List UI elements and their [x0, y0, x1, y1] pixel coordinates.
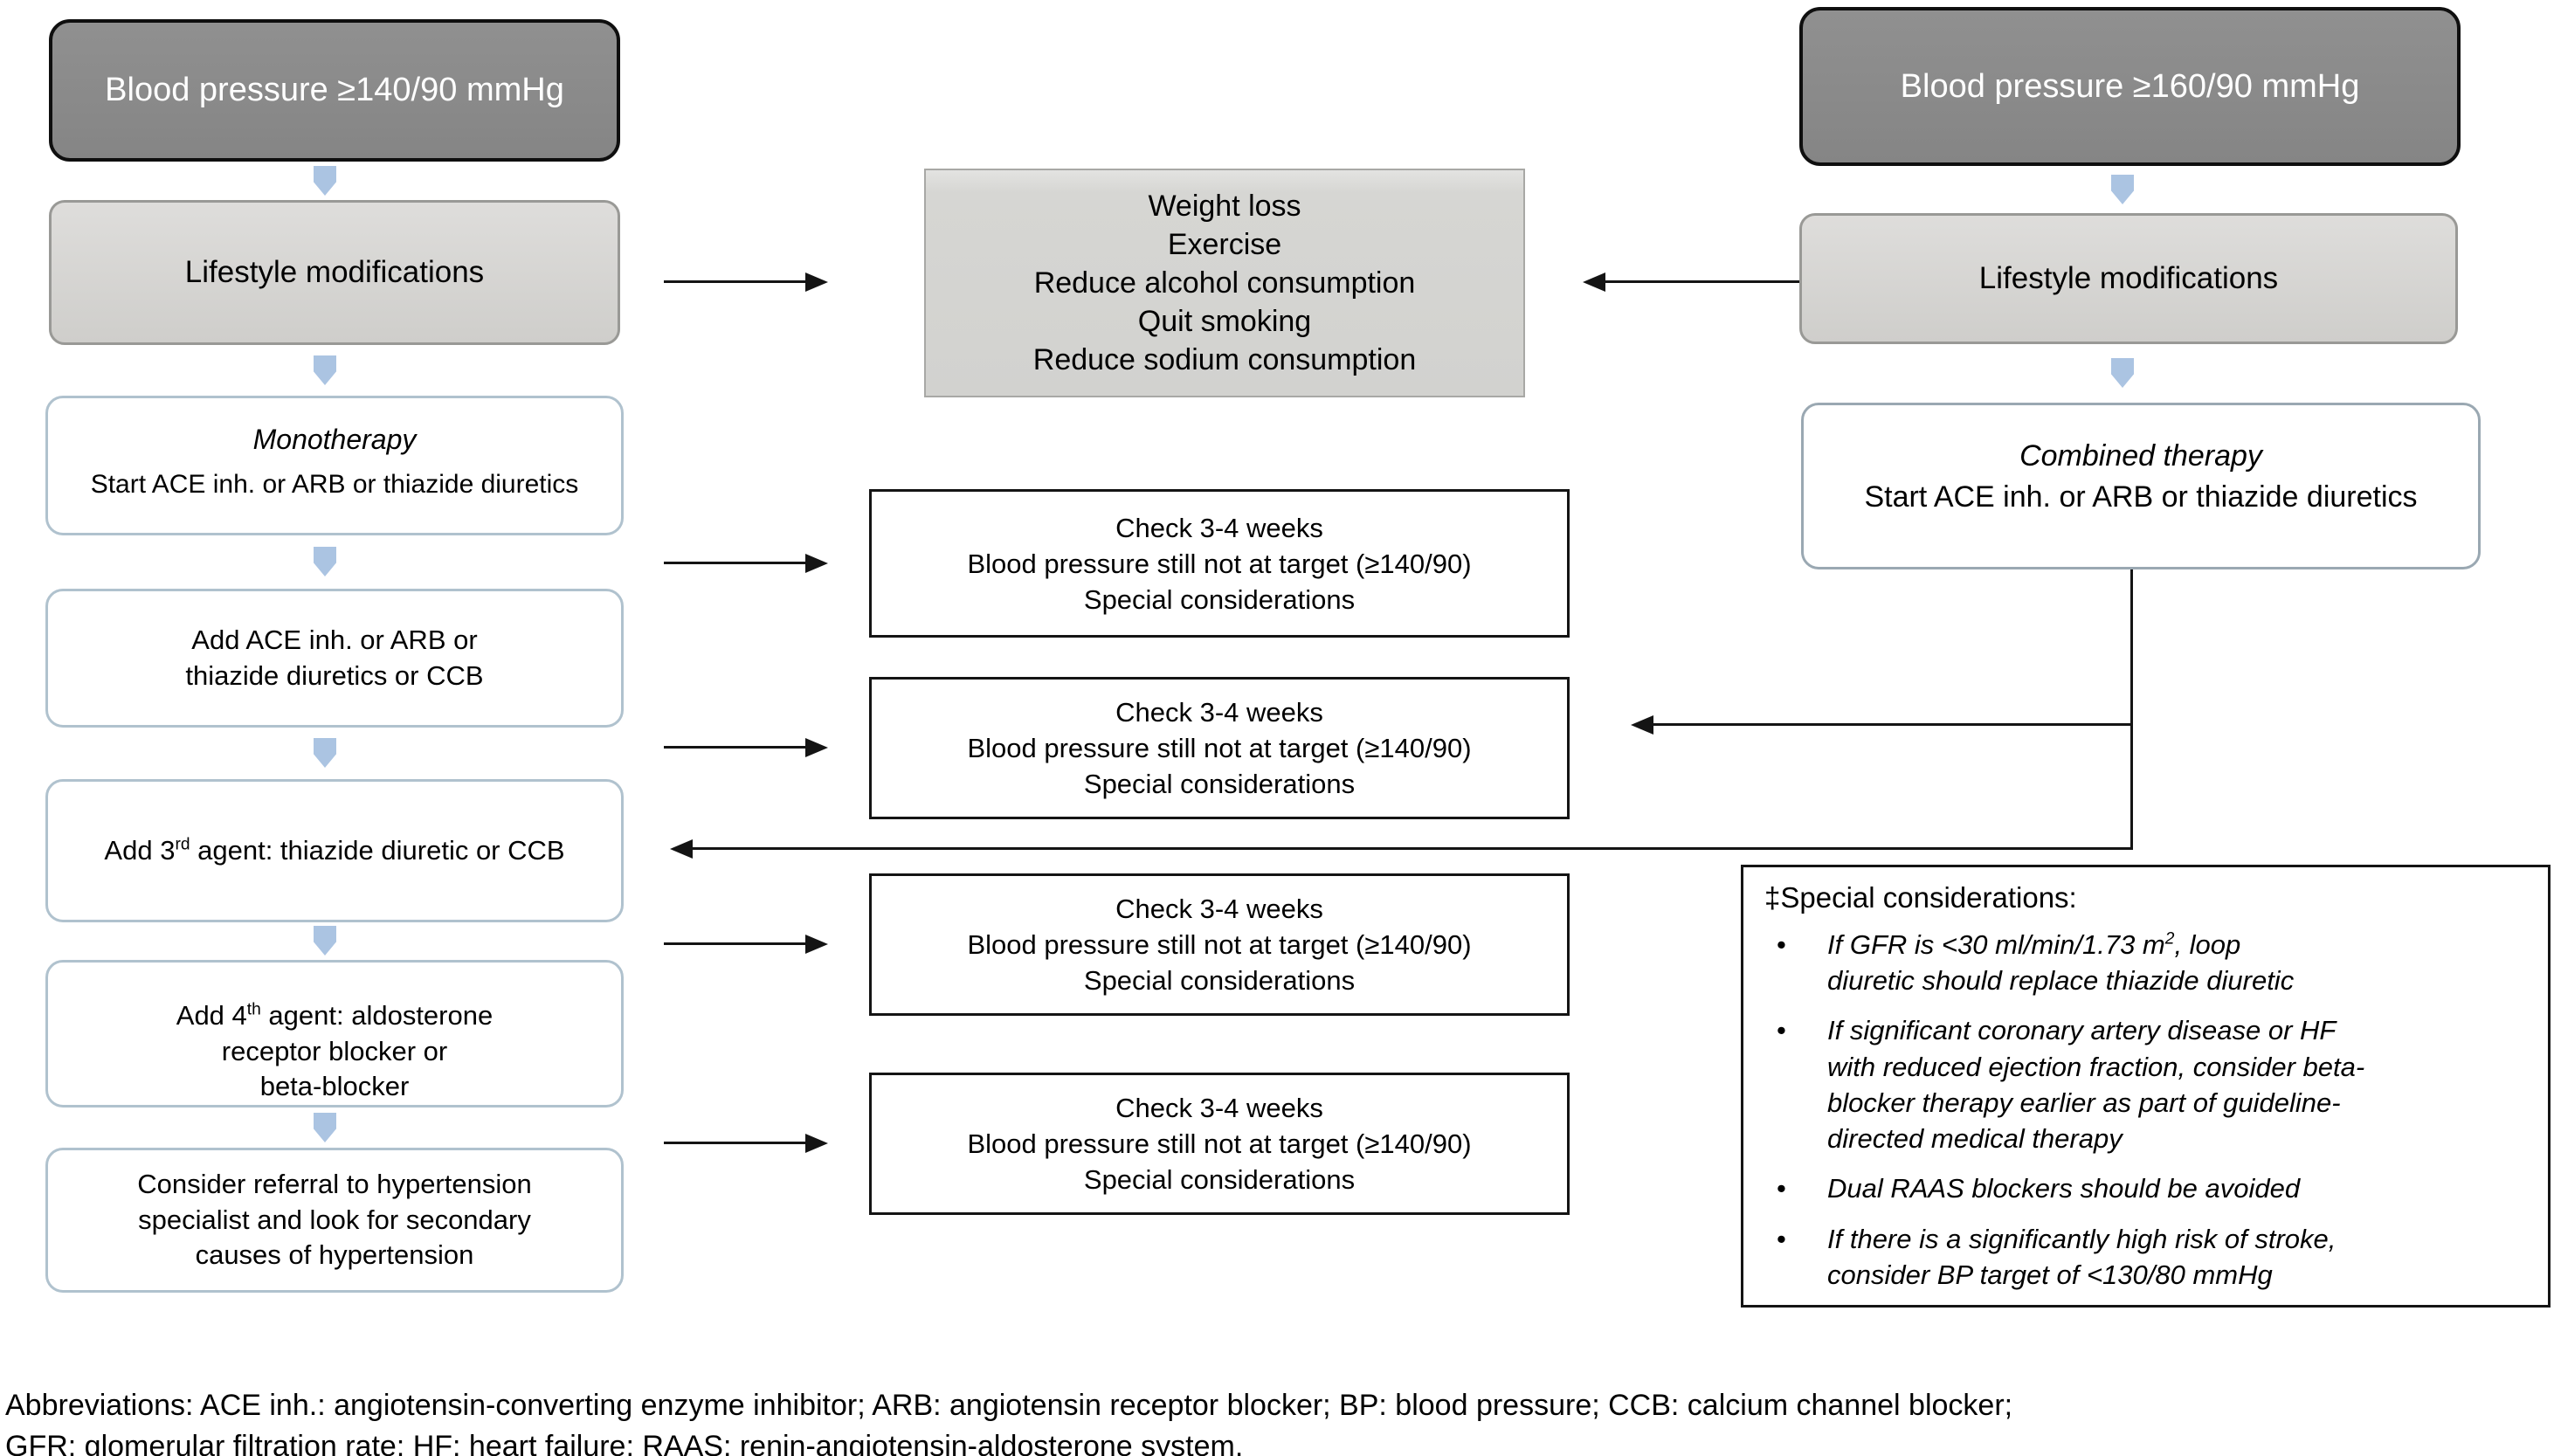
node-check-3: Check 3-4 weeks Blood pressure still not… — [869, 873, 1570, 1016]
node-check-4: Check 3-4 weeks Blood pressure still not… — [869, 1073, 1570, 1215]
down-arrow-icon — [314, 166, 336, 196]
node-referral-specialist-label: Consider referral to hypertension specia… — [137, 1168, 532, 1271]
node-add-third-agent: Add 3rd agent: thiazide diuretic or CCB — [45, 779, 624, 922]
add-fourth-superscript: th — [246, 1000, 261, 1019]
add-fourth-text: Add 4 — [176, 999, 247, 1031]
node-combined-therapy-title: Combined therapy — [2019, 438, 2262, 473]
node-add-third-agent-label: Add 3rd agent: thiazide diuretic or CCB — [104, 835, 564, 866]
arrow-left-to-check-3 — [664, 934, 828, 954]
add-fourth-text-rest: agent: aldosterone receptor blocker or b… — [221, 999, 494, 1102]
abbreviations-line-2: GFR: glomerular filtration rate; HF: hea… — [5, 1430, 1244, 1456]
special-bullet-stroke-text: If there is a significantly high risk of… — [1827, 1223, 2337, 1290]
arrow-left-to-check-4 — [664, 1133, 828, 1153]
special-bullet-raas-text: Dual RAAS blockers should be avoided — [1827, 1173, 2301, 1204]
abbreviations-footnote: Abbreviations: ACE inh.: angiotensin-con… — [5, 1385, 2012, 1456]
node-check-4-label: Check 3-4 weeks Blood pressure still not… — [967, 1093, 1472, 1195]
arrow-lifestyle-right-to-list — [1583, 272, 1799, 292]
node-lifestyle-right: Lifestyle modifications — [1799, 213, 2458, 344]
node-add-second-agent-label: Add ACE inh. or ARB or thiazide diuretic… — [185, 624, 484, 691]
down-arrow-icon — [314, 1113, 336, 1142]
node-check-2-label: Check 3-4 weeks Blood pressure still not… — [967, 697, 1472, 799]
add-third-text-rest: agent: thiazide diuretic or CCB — [190, 835, 565, 866]
special-considerations-title: ‡Special considerations: — [1764, 881, 2077, 914]
special-bullet-cad-hf: • If significant coronary artery disease… — [1764, 1012, 2525, 1156]
arrow-left-to-check-2 — [664, 737, 828, 757]
node-combined-therapy: Combined therapy Start ACE inh. or ARB o… — [1801, 403, 2481, 569]
special-bullet-stroke: • If there is a significantly high risk … — [1764, 1221, 2525, 1293]
node-lifestyle-measures-label: Weight loss Exercise Reduce alcohol cons… — [1032, 190, 1417, 376]
bullet-gfr-post: , loop diuretic should replace thiazide … — [1827, 929, 2295, 997]
special-bullet-cad-hf-text: If significant coronary artery disease o… — [1827, 1015, 2365, 1155]
bullet-gfr-pre: If GFR is <30 ml/min/1.73 m — [1827, 929, 2165, 960]
special-bullet-gfr: • If GFR is <30 ml/min/1.73 m2, loop diu… — [1764, 927, 2525, 998]
arrow-combined-to-add-third — [670, 838, 2132, 859]
arrow-left-to-check-1 — [664, 553, 828, 573]
node-check-1-label: Check 3-4 weeks Blood pressure still not… — [967, 512, 1472, 615]
bullet-gfr-superscript: 2 — [2164, 929, 2175, 949]
add-third-superscript: rd — [175, 835, 190, 854]
add-third-text: Add 3 — [104, 835, 176, 866]
node-bp-160-90-label: Blood pressure ≥160/90 mmHg — [1900, 67, 2360, 105]
bullet-icon: • — [1777, 1223, 1786, 1254]
node-lifestyle-left: Lifestyle modifications — [49, 200, 620, 345]
node-monotherapy-body: Start ACE inh. or ARB or thiazide diuret… — [90, 469, 579, 499]
node-bp-160-90: Blood pressure ≥160/90 mmHg — [1799, 7, 2461, 166]
down-arrow-icon — [314, 547, 336, 576]
node-lifestyle-right-label: Lifestyle modifications — [1978, 261, 2279, 295]
node-lifestyle-left-label: Lifestyle modifications — [184, 255, 485, 289]
arrow-combined-to-check-2 — [1631, 714, 2132, 735]
node-combined-therapy-body: Start ACE inh. or ARB or thiazide diuret… — [1864, 480, 2418, 514]
arrow-lifestyle-left-to-list — [664, 272, 828, 292]
node-check-3-label: Check 3-4 weeks Blood pressure still not… — [967, 894, 1472, 996]
node-check-1: Check 3-4 weeks Blood pressure still not… — [869, 489, 1570, 638]
node-referral-specialist: Consider referral to hypertension specia… — [45, 1148, 624, 1293]
abbreviations-line-1: Abbreviations: ACE inh.: angiotensin-con… — [5, 1389, 2013, 1422]
node-bp-140-90-label: Blood pressure ≥140/90 mmHg — [105, 72, 564, 108]
down-arrow-icon — [314, 355, 336, 385]
line-combined-therapy-down — [2130, 569, 2133, 850]
node-add-fourth-agent-label: Add 4th agent: aldosterone receptor bloc… — [176, 963, 493, 1106]
node-add-fourth-agent: Add 4th agent: aldosterone receptor bloc… — [45, 960, 624, 1108]
node-monotherapy-title: Monotherapy — [252, 423, 417, 455]
special-bullet-gfr-text: If GFR is <30 ml/min/1.73 m2, loop diure… — [1827, 927, 2294, 998]
node-add-second-agent: Add ACE inh. or ARB or thiazide diuretic… — [45, 589, 624, 728]
down-arrow-icon — [2111, 175, 2134, 204]
bullet-icon: • — [1777, 929, 1786, 960]
node-check-2: Check 3-4 weeks Blood pressure still not… — [869, 677, 1570, 819]
node-lifestyle-measures-list: Weight loss Exercise Reduce alcohol cons… — [924, 169, 1525, 397]
bullet-icon: • — [1777, 1173, 1786, 1204]
special-bullet-raas: • Dual RAAS blockers should be avoided — [1764, 1170, 2525, 1206]
bullet-icon: • — [1777, 1015, 1786, 1046]
down-arrow-icon — [2111, 358, 2134, 388]
down-arrow-icon — [314, 926, 336, 956]
node-bp-140-90: Blood pressure ≥140/90 mmHg — [49, 19, 620, 162]
node-monotherapy: Monotherapy Start ACE inh. or ARB or thi… — [45, 396, 624, 535]
special-considerations-box: ‡Special considerations: • If GFR is <30… — [1741, 865, 2551, 1308]
down-arrow-icon — [314, 738, 336, 768]
